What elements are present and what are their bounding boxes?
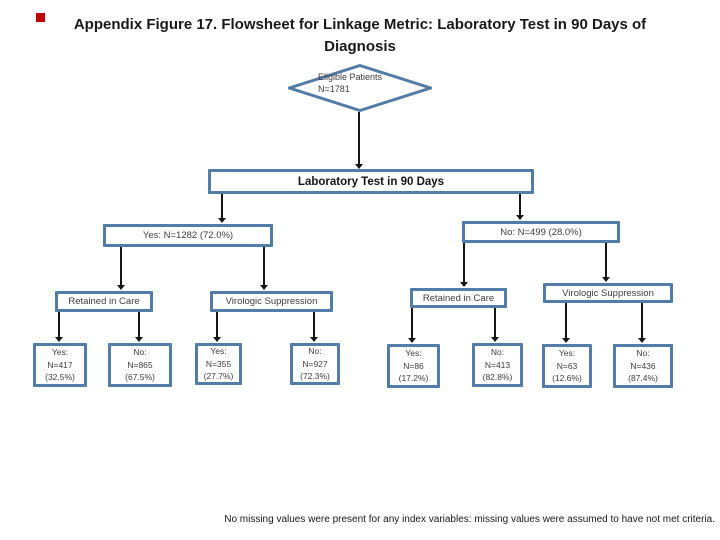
leaf-line: (27.7%)	[203, 371, 234, 382]
eligible-patients-line1: Eligible Patients	[318, 72, 383, 82]
leaf-line: N=417	[47, 359, 73, 370]
arrowhead-icon	[55, 337, 63, 342]
leaf-no-retained-yes: Yes: N=86 (17.2%)	[387, 344, 440, 388]
arrowhead-icon	[355, 164, 363, 169]
leaf-line: Yes:	[210, 346, 227, 357]
leaf-line: N=436	[630, 360, 656, 371]
connector-to-leaf-7	[638, 303, 646, 343]
node-no-virologic-suppression: Virologic Suppression	[543, 283, 673, 303]
leaf-yes-virologic-no: No: N=927 (72.3%)	[290, 343, 340, 385]
leaf-line: (17.2%)	[398, 373, 429, 384]
figure-title-line2: Diagnosis	[324, 38, 396, 55]
red-bullet-marker	[36, 13, 45, 22]
connector-to-leaf-6	[562, 303, 570, 343]
node-yes-virologic-suppression: Virologic Suppression	[210, 291, 333, 312]
arrowhead-icon	[310, 337, 318, 342]
arrowhead-icon	[135, 337, 143, 342]
node-yes-branch: Yes: N=1282 (72.0%)	[103, 224, 273, 247]
leaf-no-virologic-yes: Yes: N=63 (12.6%)	[542, 344, 592, 388]
arrowhead-icon	[260, 285, 268, 290]
arrowhead-icon	[516, 215, 524, 220]
eligible-patients-count: N=1781	[318, 84, 350, 94]
arrowhead-icon	[213, 337, 221, 342]
arrowhead-icon	[408, 338, 416, 343]
arrowhead-icon	[117, 285, 125, 290]
connector-root-to-index	[355, 112, 363, 169]
leaf-line: Yes:	[405, 348, 422, 359]
leaf-yes-virologic-yes: Yes: N=355 (27.7%)	[195, 343, 242, 385]
leaf-line: N=865	[127, 359, 153, 370]
connector-no-to-virologic	[602, 243, 610, 282]
leaf-line: No:	[308, 346, 322, 357]
node-laboratory-test-90-days: Laboratory Test in 90 Days	[208, 169, 534, 194]
connector-to-leaf-5	[491, 308, 499, 342]
leaf-yes-retained-no: No: N=865 (67.5%)	[108, 343, 172, 387]
diamond-shape	[288, 64, 432, 112]
leaf-line: Yes:	[558, 348, 576, 359]
connector-no-to-retained	[460, 243, 468, 287]
connector-index-to-no	[516, 194, 524, 220]
leaf-line: (12.6%)	[552, 373, 582, 384]
leaf-line: N=355	[205, 358, 232, 369]
arrowhead-icon	[562, 338, 570, 343]
leaf-no-virologic-no: No: N=436 (87.4%)	[613, 344, 673, 388]
node-no-retained-in-care: Retained in Care	[410, 288, 507, 308]
arrowhead-icon	[602, 277, 610, 282]
leaf-line: (87.4%)	[628, 373, 658, 384]
node-eligible-patients: Eligible Patients N=1781	[288, 64, 432, 112]
node-no-branch: No: N=499 (28.0%)	[462, 221, 620, 243]
connector-to-leaf-1	[135, 312, 143, 342]
leaf-line: (32.5%)	[45, 372, 75, 383]
leaf-line: N=413	[484, 359, 511, 370]
leaf-line: N=86	[403, 360, 424, 371]
leaf-line: N=63	[556, 360, 578, 371]
figure-title: Appendix Figure 17. Flowsheet for Linkag…	[40, 14, 680, 58]
leaf-line: N=927	[302, 358, 328, 369]
connector-to-leaf-0	[55, 312, 63, 342]
leaf-line: (67.5%)	[125, 372, 155, 383]
connector-yes-to-virologic	[260, 247, 268, 290]
leaf-yes-retained-yes: Yes: N=417 (32.5%)	[33, 343, 87, 387]
leaf-line: No:	[133, 347, 147, 358]
arrowhead-icon	[460, 282, 468, 287]
connector-index-to-yes	[218, 194, 226, 223]
connector-yes-to-retained	[117, 247, 125, 290]
leaf-line: Yes:	[51, 347, 69, 358]
arrowhead-icon	[638, 338, 646, 343]
leaf-line: No:	[490, 347, 505, 358]
figure-title-line1: Appendix Figure 17. Flowsheet for Linkag…	[73, 16, 647, 33]
footnote-text: No missing values were present for any i…	[224, 514, 715, 525]
leaf-line: (72.3%)	[300, 371, 330, 382]
connector-to-leaf-4	[408, 308, 416, 343]
connector-to-leaf-3	[310, 312, 318, 342]
arrowhead-icon	[491, 337, 499, 342]
eligible-patients-label: Eligible Patients N=1781	[318, 71, 382, 95]
leaf-line: No:	[636, 348, 650, 359]
leaf-no-retained-no: No: N=413 (82.8%)	[472, 343, 523, 387]
arrowhead-icon	[218, 218, 226, 223]
connector-to-leaf-2	[213, 312, 221, 342]
node-yes-retained-in-care: Retained in Care	[55, 291, 153, 312]
leaf-line: (82.8%)	[482, 372, 513, 383]
